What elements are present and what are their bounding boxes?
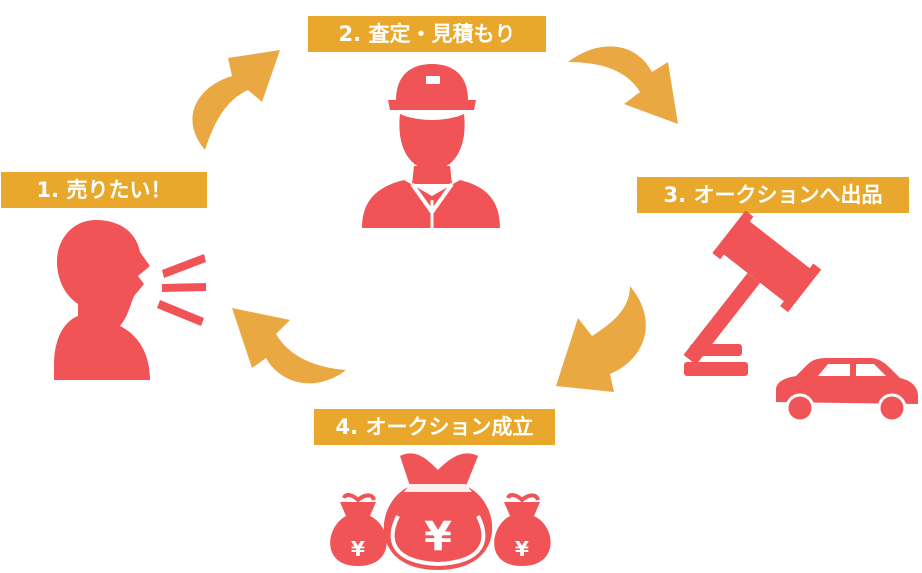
step-1-label: 1. 売りたい！ bbox=[1, 172, 207, 208]
gavel-and-car-icon bbox=[683, 210, 918, 423]
right-bag-yen-symbol: ¥ bbox=[515, 537, 529, 561]
step-3-label: 3. オークションへ出品 bbox=[637, 177, 909, 213]
speaking-person-icon bbox=[54, 220, 206, 380]
left-bag-yen-symbol: ¥ bbox=[351, 537, 365, 561]
big-bag-yen-symbol: ¥ bbox=[424, 514, 452, 560]
step-2-label: 2. 査定・見積もり bbox=[308, 16, 546, 52]
money-bags-yen-icon: ¥ ¥ ¥ bbox=[330, 453, 551, 570]
cycle-arrow-2-to-3 bbox=[568, 46, 678, 124]
step-4-label: 4. オークション成立 bbox=[314, 409, 555, 445]
cycle-arrow-1-to-2 bbox=[192, 50, 280, 150]
mechanic-person-icon bbox=[362, 64, 500, 228]
cycle-arrow-3-to-4 bbox=[556, 286, 646, 392]
cycle-arrow-4-to-1 bbox=[232, 308, 346, 384]
